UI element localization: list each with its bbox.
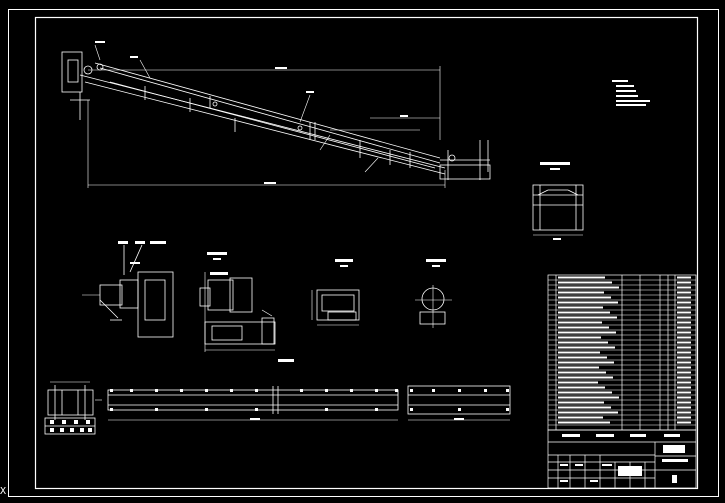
title-block-labels <box>560 434 688 483</box>
parts-list-text <box>558 321 602 324</box>
motor-reducer-detail <box>199 252 276 352</box>
parts-list-text <box>677 376 691 379</box>
parts-list-text <box>558 311 610 314</box>
parts-list-text <box>558 406 611 409</box>
parts-list-text <box>558 381 598 384</box>
idler-roller-detail <box>415 259 452 328</box>
parts-list-text <box>677 351 691 354</box>
parts-list-text <box>558 421 610 424</box>
parts-list-text <box>677 346 691 349</box>
parts-list-text <box>558 376 613 379</box>
parts-list-text <box>558 341 608 344</box>
parts-list-text <box>558 336 601 339</box>
parts-list-text <box>677 331 691 334</box>
parts-list-text <box>558 371 606 374</box>
parts-list-text <box>558 326 609 329</box>
parts-list-text <box>677 371 691 374</box>
parts-list-text <box>558 401 604 404</box>
parts-list-text <box>677 406 691 409</box>
parts-list-text <box>558 361 614 364</box>
parts-list-text <box>677 401 691 404</box>
title-block <box>547 429 697 489</box>
parts-list-text <box>677 411 691 414</box>
parts-list-text <box>558 306 603 309</box>
parts-list-text <box>558 291 604 294</box>
parts-list-text <box>558 331 616 334</box>
parts-list-text <box>558 396 619 399</box>
parts-list-text <box>558 296 611 299</box>
parts-list-text <box>558 316 617 319</box>
technical-notes-block <box>612 80 650 106</box>
parts-list-text <box>558 351 600 354</box>
parts-list-text <box>558 416 603 419</box>
parts-list-text <box>677 296 691 299</box>
parts-list-text <box>677 416 691 419</box>
parts-list-text <box>558 386 605 389</box>
ucs-axis-marker: X <box>0 486 7 497</box>
parts-list-text <box>558 356 607 359</box>
parts-list-text <box>677 316 691 319</box>
frame-section-label <box>278 359 294 362</box>
elevation-dimension-marks <box>95 41 408 184</box>
parts-list-text <box>558 286 619 289</box>
parts-list-text <box>677 301 691 304</box>
outer-border <box>8 9 719 497</box>
parts-list-text <box>677 356 691 359</box>
parts-list-text <box>558 276 605 279</box>
parts-list-text <box>677 276 691 279</box>
belt-cross-section-view <box>532 162 584 240</box>
parts-list-text <box>558 346 615 349</box>
parts-list-text <box>558 366 599 369</box>
frame-bolt-marks <box>50 389 509 432</box>
parts-list-rows <box>548 276 696 426</box>
parts-list-text <box>558 281 612 284</box>
parts-list-text <box>677 321 691 324</box>
parts-list-text <box>677 336 691 339</box>
parts-list-text <box>558 301 618 304</box>
parts-list-text <box>677 421 691 424</box>
parts-list-text <box>677 311 691 314</box>
conveyor-elevation-view <box>61 44 491 188</box>
parts-list-text <box>677 396 691 399</box>
parts-list-text <box>558 391 612 394</box>
drive-unit-detail <box>82 241 174 338</box>
parts-list-text <box>677 341 691 344</box>
parts-list-text <box>677 381 691 384</box>
parts-list-text <box>677 391 691 394</box>
parts-list-text <box>677 306 691 309</box>
pulley-detail <box>311 259 360 326</box>
parts-list-text <box>677 361 691 364</box>
parts-list-text <box>677 326 691 329</box>
parts-list-text <box>558 411 618 414</box>
parts-list-text <box>677 366 691 369</box>
parts-list-text <box>677 291 691 294</box>
parts-list-text <box>677 286 691 289</box>
inner-border <box>34 16 699 490</box>
parts-list-text <box>677 281 691 284</box>
parts-list-text <box>677 386 691 389</box>
